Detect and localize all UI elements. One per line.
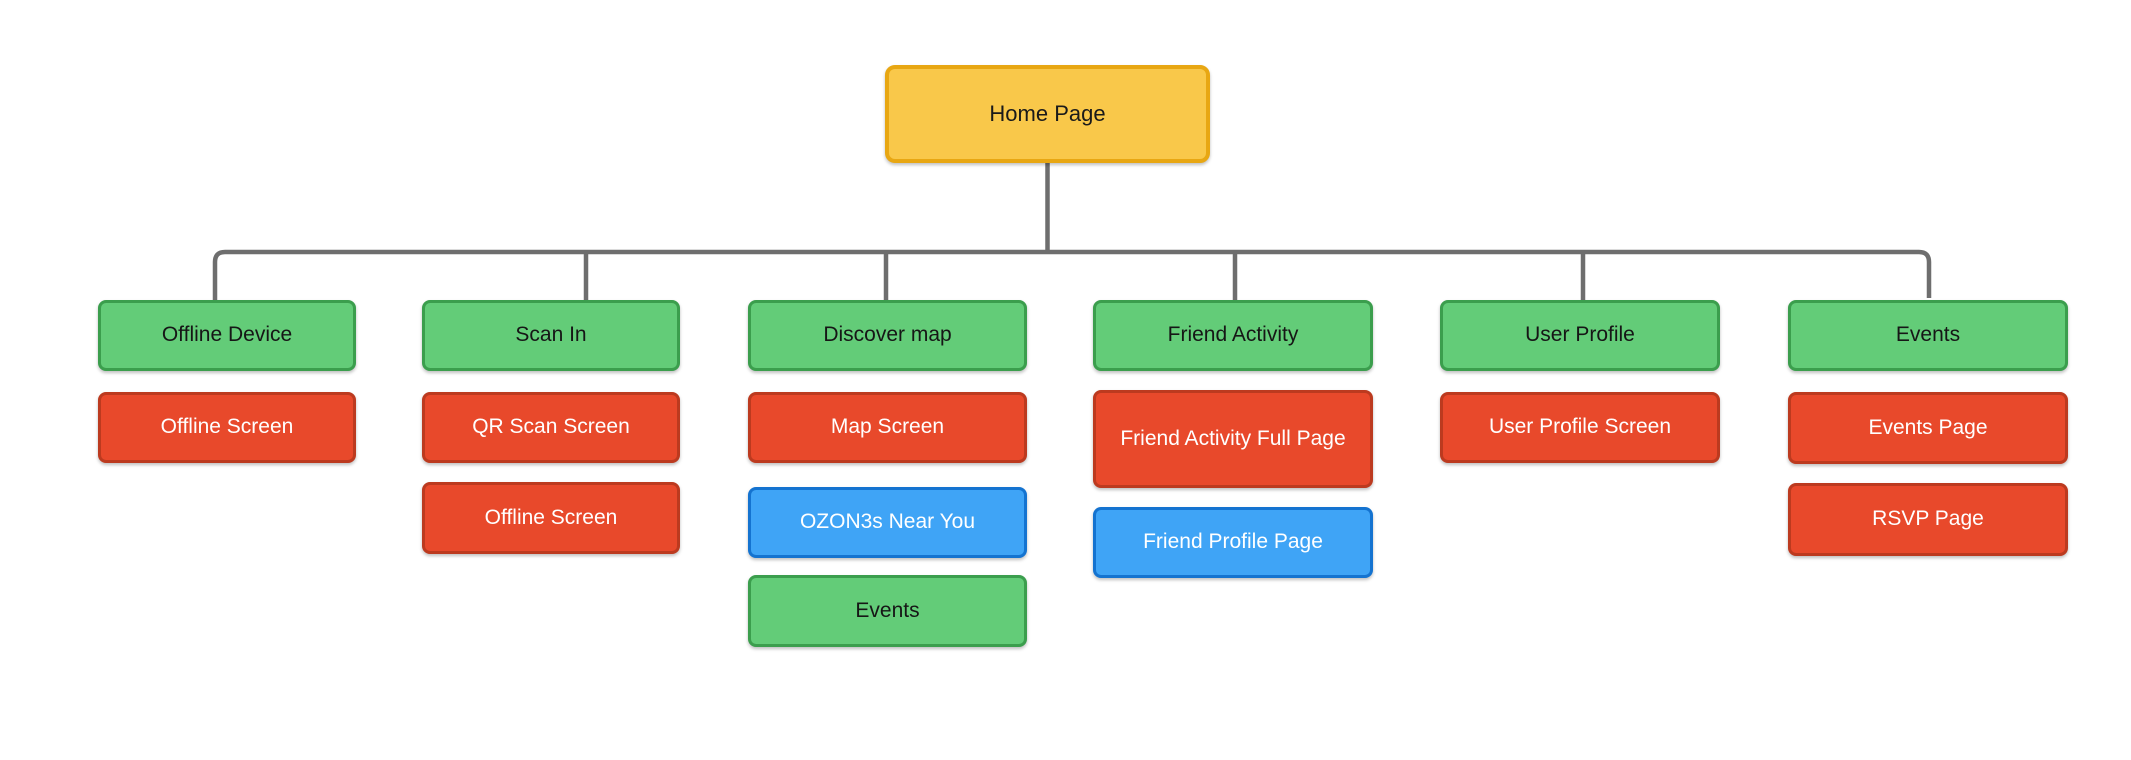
node-events: Events (1788, 300, 2068, 371)
connector-bus (212, 249, 1932, 300)
node-map-screen: Map Screen (748, 392, 1027, 463)
node-user-profile-screen: User Profile Screen (1440, 392, 1720, 463)
node-offline-screen: Offline Screen (98, 392, 356, 463)
node-friend-profile-page: Friend Profile Page (1093, 507, 1373, 578)
node-friend-activity: Friend Activity (1093, 300, 1373, 371)
node-ozon3s-near-you: OZON3s Near You (748, 487, 1027, 558)
node-scan-in: Scan In (422, 300, 680, 371)
node-offline-device: Offline Device (98, 300, 356, 371)
node-discover-map: Discover map (748, 300, 1027, 371)
node-user-profile: User Profile (1440, 300, 1720, 371)
node-offline-screen-2: Offline Screen (422, 482, 680, 554)
node-home-page: Home Page (885, 65, 1210, 163)
node-qr-scan-screen: QR Scan Screen (422, 392, 680, 463)
node-events-page: Events Page (1788, 392, 2068, 464)
node-friend-activity-full-page: Friend Activity Full Page (1093, 390, 1373, 488)
node-events-child: Events (748, 575, 1027, 647)
node-rsvp-page: RSVP Page (1788, 483, 2068, 556)
